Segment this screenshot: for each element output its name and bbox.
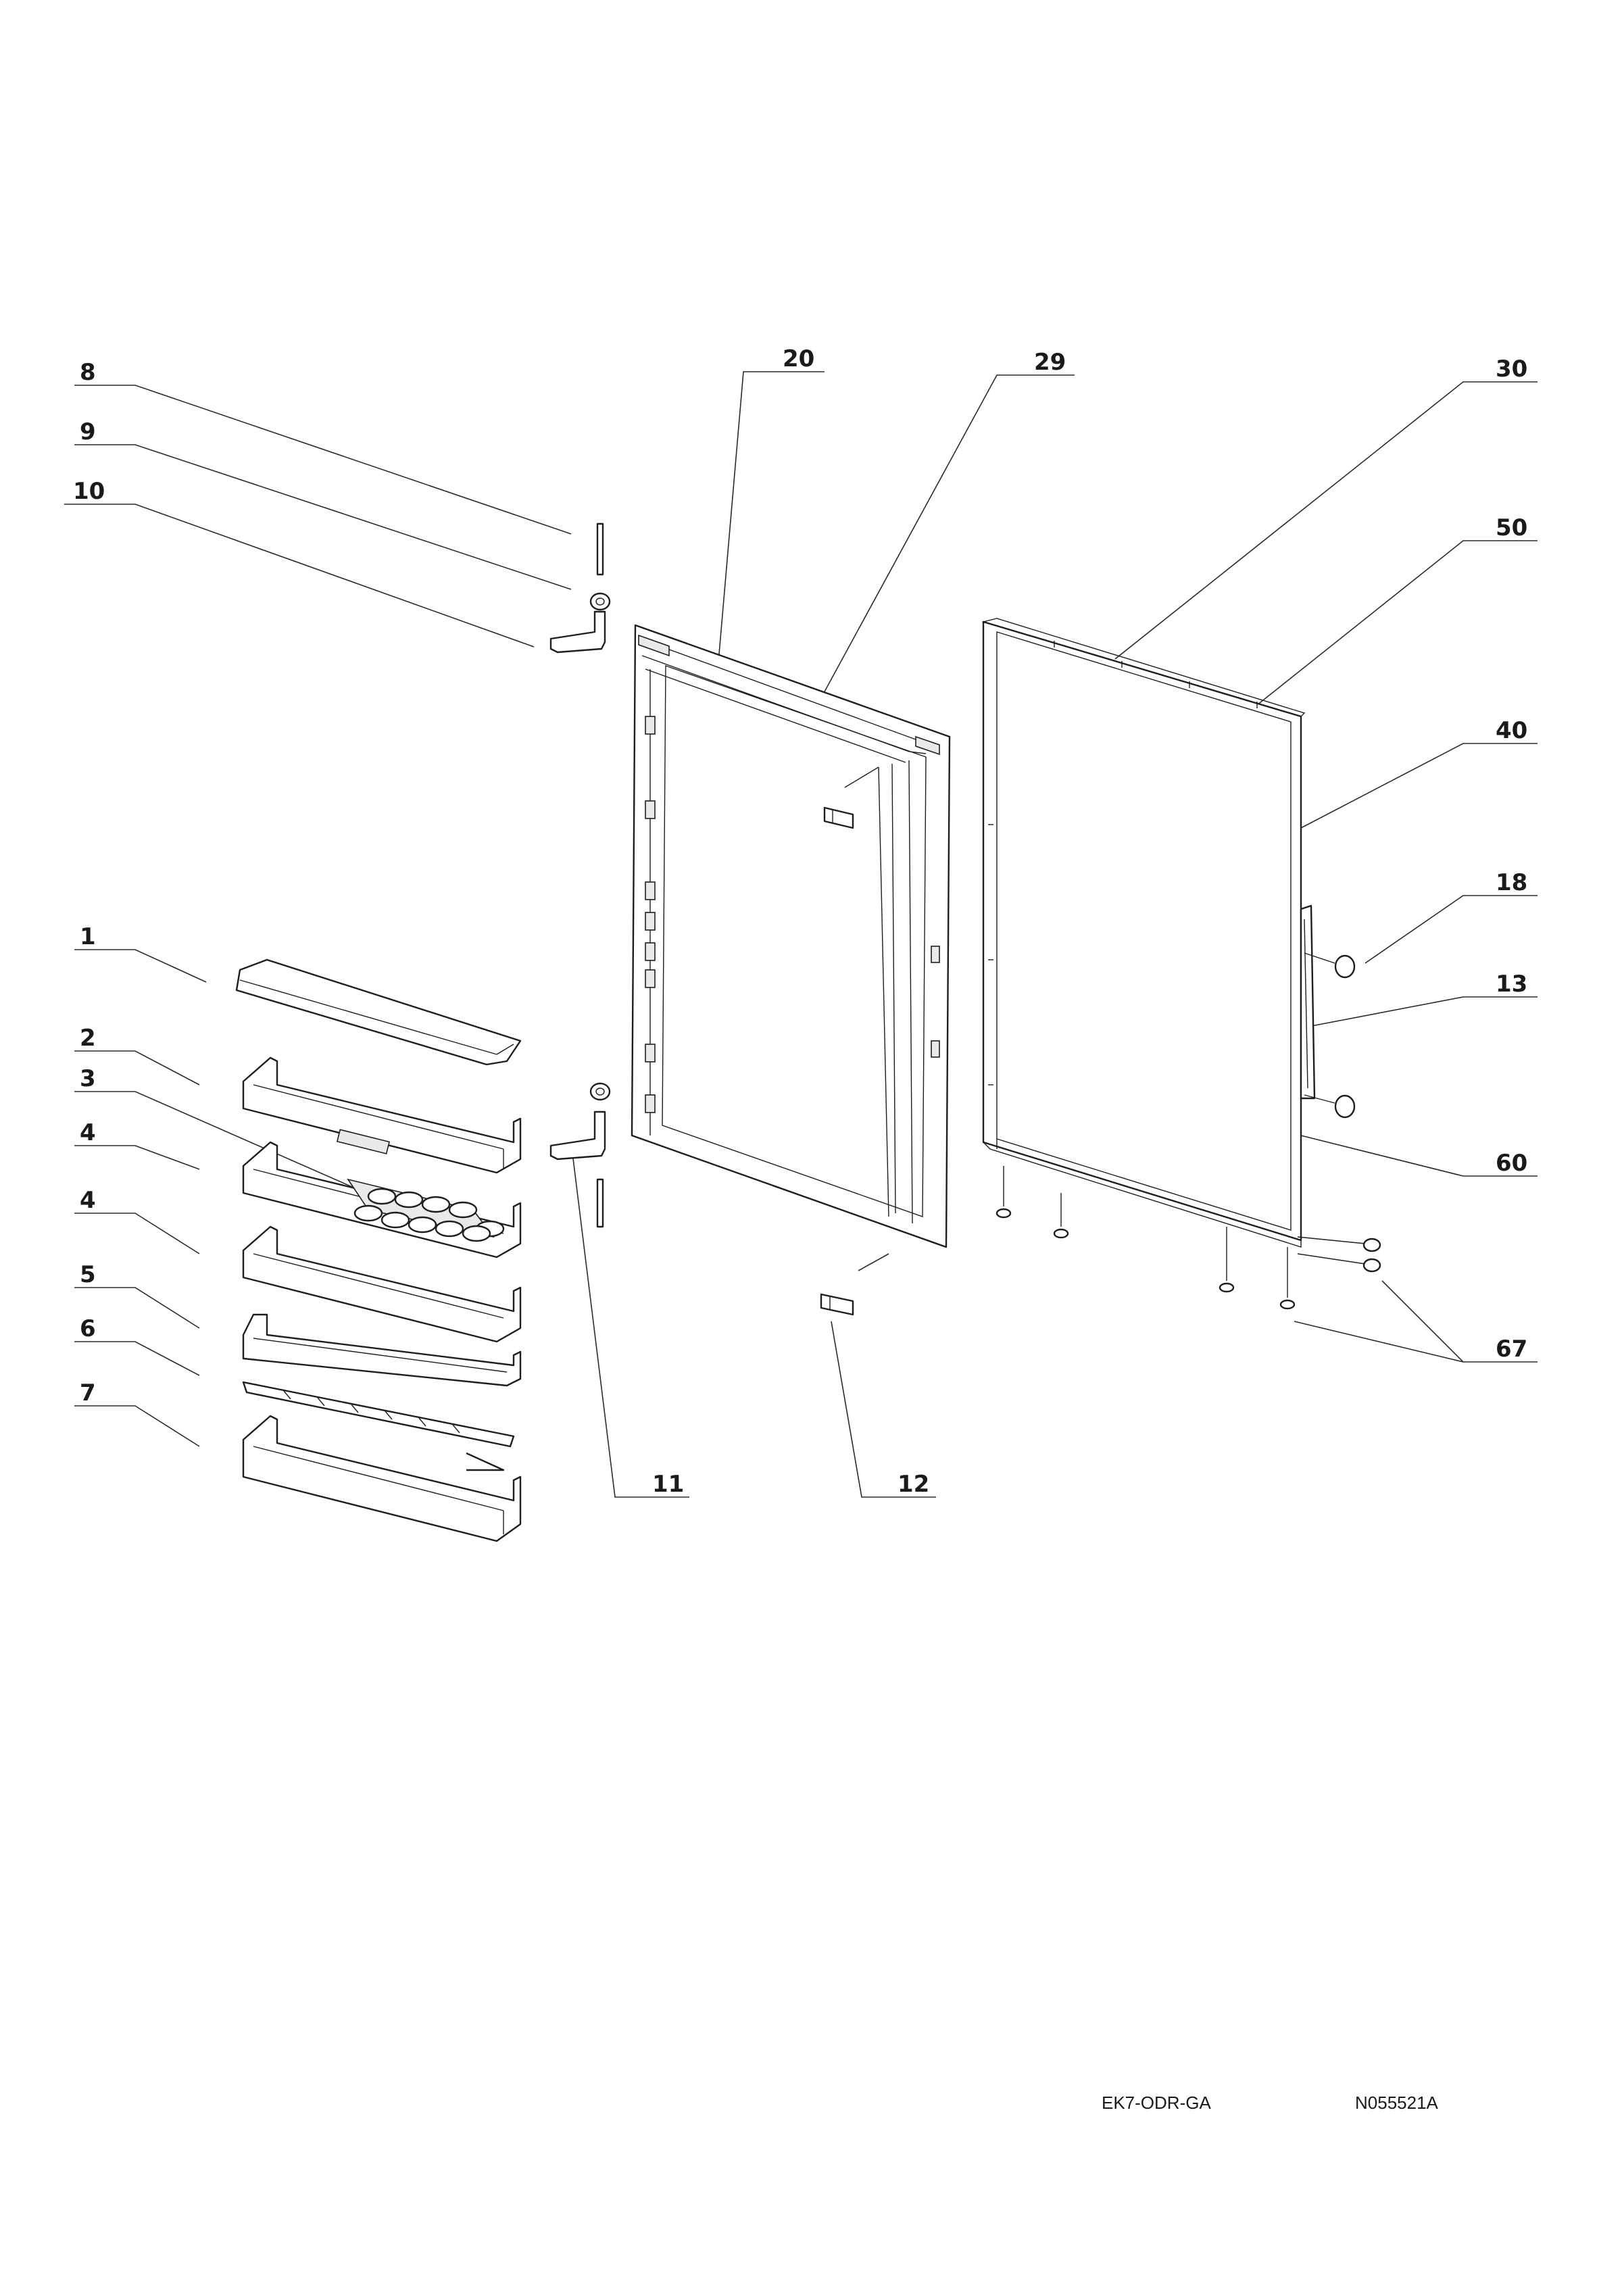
- callout-50: 50: [1496, 514, 1527, 541]
- handle-screws: [1304, 952, 1356, 1119]
- bottle-divider: [242, 1381, 515, 1471]
- callout-13: 13: [1496, 971, 1527, 998]
- door-clip-lower: [820, 1253, 889, 1316]
- drawing-footer: EK7-ODR-GA N055521A: [1102, 2093, 1439, 2113]
- callout-3: 3: [80, 1065, 96, 1092]
- callout-20: 20: [783, 345, 814, 372]
- door-balcony-middle: [242, 1225, 522, 1343]
- callout-67: 67: [1496, 1336, 1527, 1363]
- bottle-retainer: [242, 1313, 522, 1387]
- callout-8: 8: [80, 359, 96, 386]
- callout-9: 9: [80, 418, 96, 445]
- callout-60: 60: [1496, 1150, 1527, 1177]
- callout-7: 7: [80, 1379, 96, 1407]
- callout-40: 40: [1496, 717, 1527, 744]
- callout-4a: 4: [80, 1119, 96, 1146]
- leader-lines: [64, 371, 1538, 1498]
- drawing-number: N055521A: [1355, 2093, 1439, 2113]
- callout-18: 18: [1496, 869, 1527, 896]
- model-code: EK7-ODR-GA: [1102, 2093, 1211, 2113]
- callout-4b: 4: [80, 1187, 96, 1214]
- callout-29: 29: [1034, 349, 1066, 376]
- callout-12: 12: [898, 1471, 929, 1498]
- callout-11: 11: [652, 1471, 684, 1498]
- bottom-screws: [996, 1166, 1381, 1310]
- shelf-lid: [235, 958, 522, 1066]
- lower-hinge-assembly: [549, 1082, 611, 1228]
- outer-door-panel: [981, 618, 1316, 1248]
- callout-5: 5: [80, 1261, 96, 1288]
- door-liner: [631, 624, 951, 1248]
- door-balcony-bottom: [242, 1415, 522, 1542]
- door-balcony-upper: [242, 1056, 522, 1174]
- door-clip-upper: [823, 806, 854, 829]
- upper-hinge-assembly: [549, 522, 611, 654]
- callout-10: 10: [73, 478, 105, 505]
- callout-labels: 8 9 10 1 2 3 4 4 5 6 7 20 29 11 12 30 50…: [73, 345, 1527, 1498]
- callout-30: 30: [1496, 356, 1527, 383]
- callout-6: 6: [80, 1315, 96, 1342]
- door-balcony-with-egg-tray: [242, 1141, 522, 1259]
- callout-2: 2: [80, 1025, 96, 1052]
- callout-1: 1: [80, 923, 96, 950]
